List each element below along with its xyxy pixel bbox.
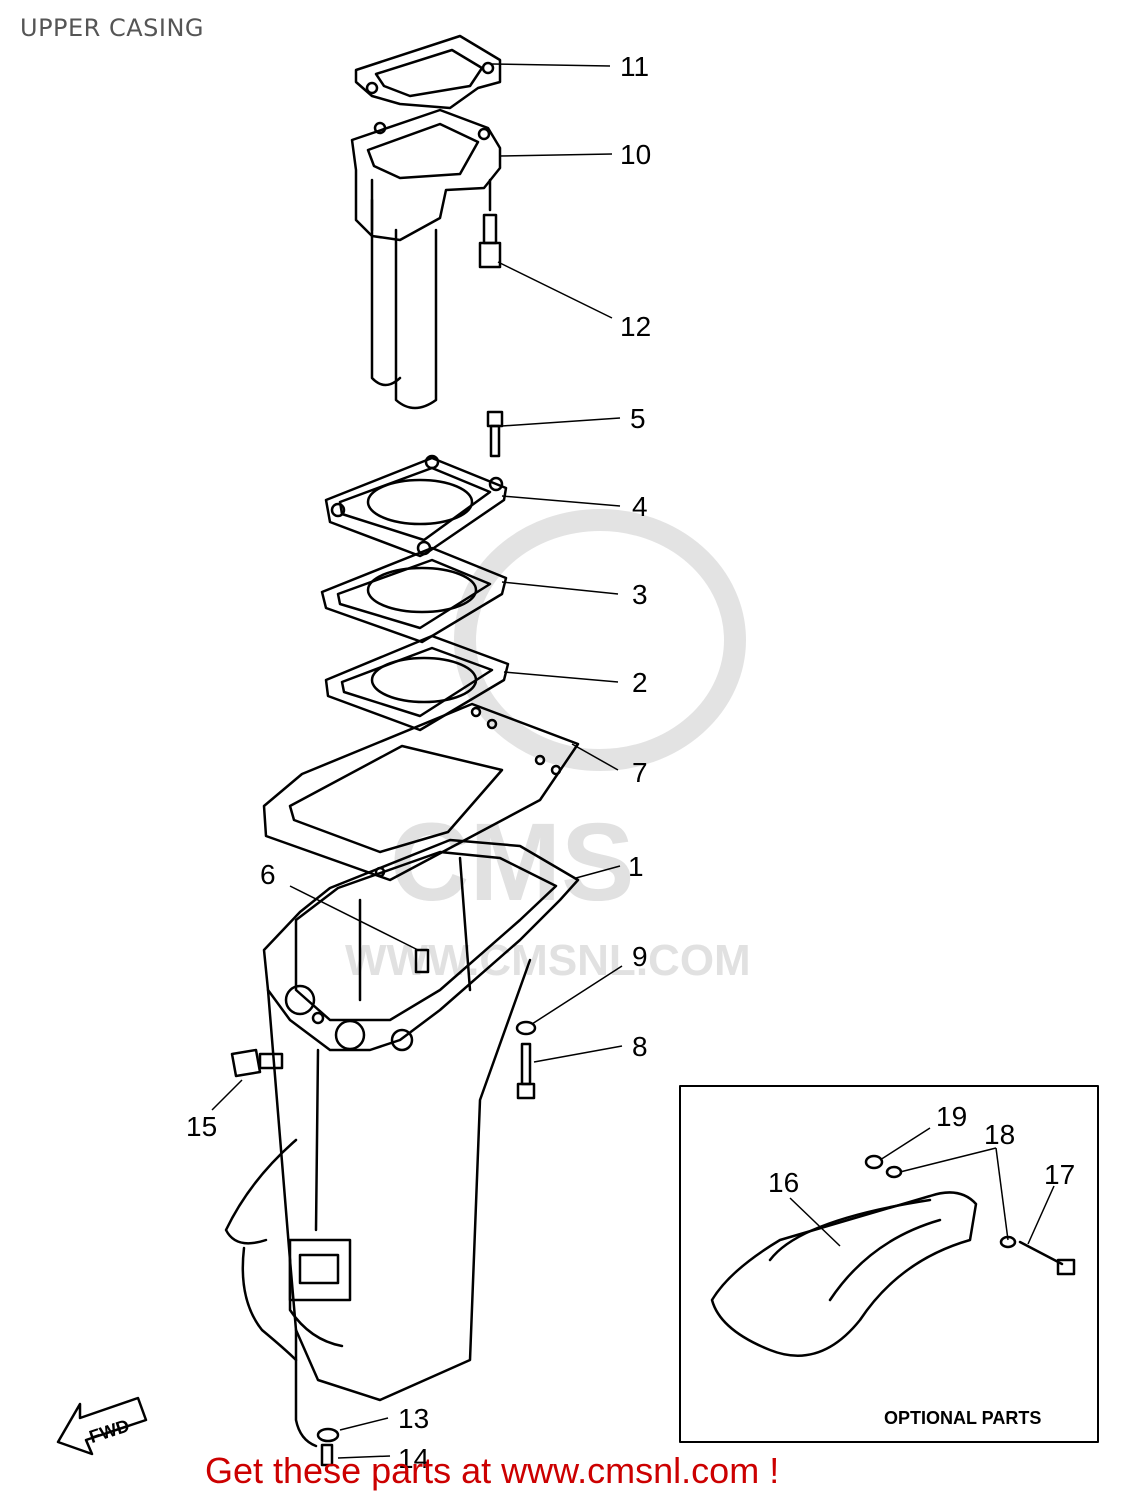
bolt-part-8: [516, 1042, 536, 1100]
bolt-part-5: [486, 410, 504, 458]
callout-5: 5: [630, 403, 646, 434]
callout-labels: 1 2 3 4 5 6 7 8 9 10 11 12 13 14 15 16 1…: [186, 51, 1075, 1474]
footer-link[interactable]: Get these parts at www.cmsnl.com !: [205, 1450, 780, 1491]
washer-part-18: [885, 1165, 1017, 1249]
exhaust-guide-part-10: [350, 108, 502, 410]
callout-18: 18: [984, 1119, 1015, 1150]
callout-16: 16: [768, 1167, 799, 1198]
fitting-part-15: [230, 1048, 284, 1078]
dowel-pin-part-6: [414, 948, 430, 974]
plate-part-16: [710, 1191, 978, 1357]
leader-lines: [211, 63, 1055, 1459]
callout-9: 9: [632, 941, 648, 972]
callout-19: 19: [936, 1101, 967, 1132]
optional-parts-box: [679, 1085, 1099, 1443]
upper-casing-part-1: [262, 838, 580, 1448]
callout-10: 10: [620, 139, 651, 170]
callout-3: 3: [632, 579, 648, 610]
optional-parts-label: OPTIONAL PARTS: [884, 1408, 1041, 1428]
bolt-part-12: [478, 178, 502, 269]
fwd-arrow-icon: FWD: [56, 1396, 148, 1456]
callout-14: 14: [398, 1443, 429, 1474]
watermark-logo: CMS WWW.CMSNL.COM: [345, 509, 751, 985]
svg-text:WWW.CMSNL.COM: WWW.CMSNL.COM: [345, 936, 751, 985]
gasket-part-7: [262, 702, 580, 882]
callout-4: 4: [632, 491, 648, 522]
bolt-part-17: [1018, 1240, 1076, 1276]
callout-6: 6: [260, 859, 276, 890]
diagram-title: UPPER CASING: [20, 14, 205, 42]
callout-11: 11: [620, 51, 649, 82]
gasket-part-11: [354, 34, 502, 110]
plate-part-3: [320, 546, 508, 644]
callout-1: 1: [628, 851, 644, 882]
screw-part-14: [320, 1443, 334, 1467]
callout-17: 17: [1044, 1159, 1075, 1190]
gasket-part-2: [324, 634, 510, 732]
callout-13: 13: [398, 1403, 429, 1434]
callout-15: 15: [186, 1111, 217, 1142]
svg-text:CMS: CMS: [390, 801, 634, 924]
callout-8: 8: [632, 1031, 648, 1062]
nut-part-19: [864, 1154, 884, 1170]
plate-part-4: [324, 454, 508, 558]
callout-7: 7: [632, 757, 648, 788]
washer-part-9: [515, 1020, 537, 1036]
callout-2: 2: [632, 667, 648, 698]
callout-12: 12: [620, 311, 651, 342]
nut-part-13: [316, 1427, 340, 1443]
water-hose: [224, 1138, 298, 1362]
